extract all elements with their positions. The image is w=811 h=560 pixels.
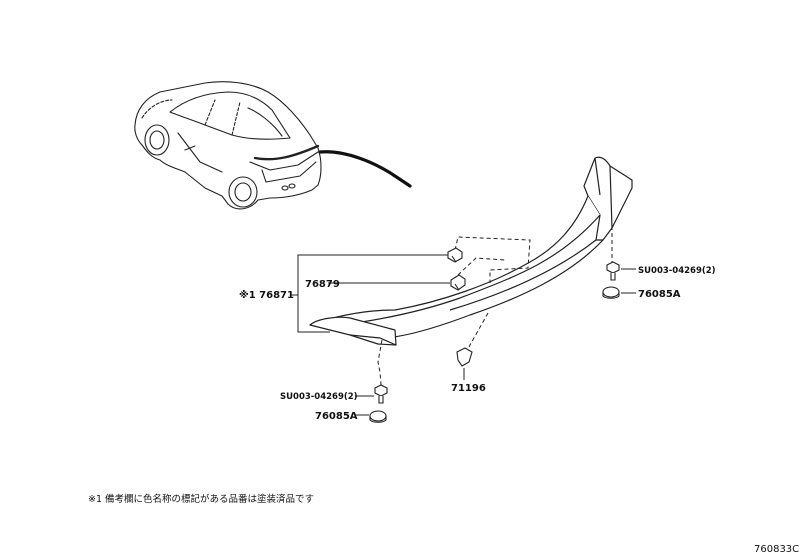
clip-71196 [456, 347, 473, 367]
label-plug-right: 76085A [638, 289, 681, 300]
bracket-76871 [290, 254, 450, 333]
clip-76879-lower [450, 274, 466, 291]
car-leader-line [318, 150, 412, 188]
label-76879: 76879 [305, 279, 340, 290]
clip-76879-upper [447, 247, 463, 263]
screw-right [606, 261, 620, 281]
car-illustration [134, 81, 322, 210]
footnote: ※1 備考欄に色名称の標記がある品番は塗装済品です [88, 494, 315, 505]
label-76871: ※1 76871 [239, 289, 294, 301]
label-plug-left: 76085A [315, 411, 358, 422]
label-71196: 71196 [451, 383, 486, 394]
diagram-code: 760833C [754, 544, 800, 555]
plug-left [369, 410, 387, 422]
label-screw-right: SU003-04269(2) [638, 266, 716, 276]
rear-spoiler [309, 156, 633, 346]
label-leaders [355, 268, 636, 416]
screw-left [374, 384, 388, 404]
label-screw-left: SU003-04269(2) [280, 392, 358, 402]
plug-right [602, 286, 620, 298]
